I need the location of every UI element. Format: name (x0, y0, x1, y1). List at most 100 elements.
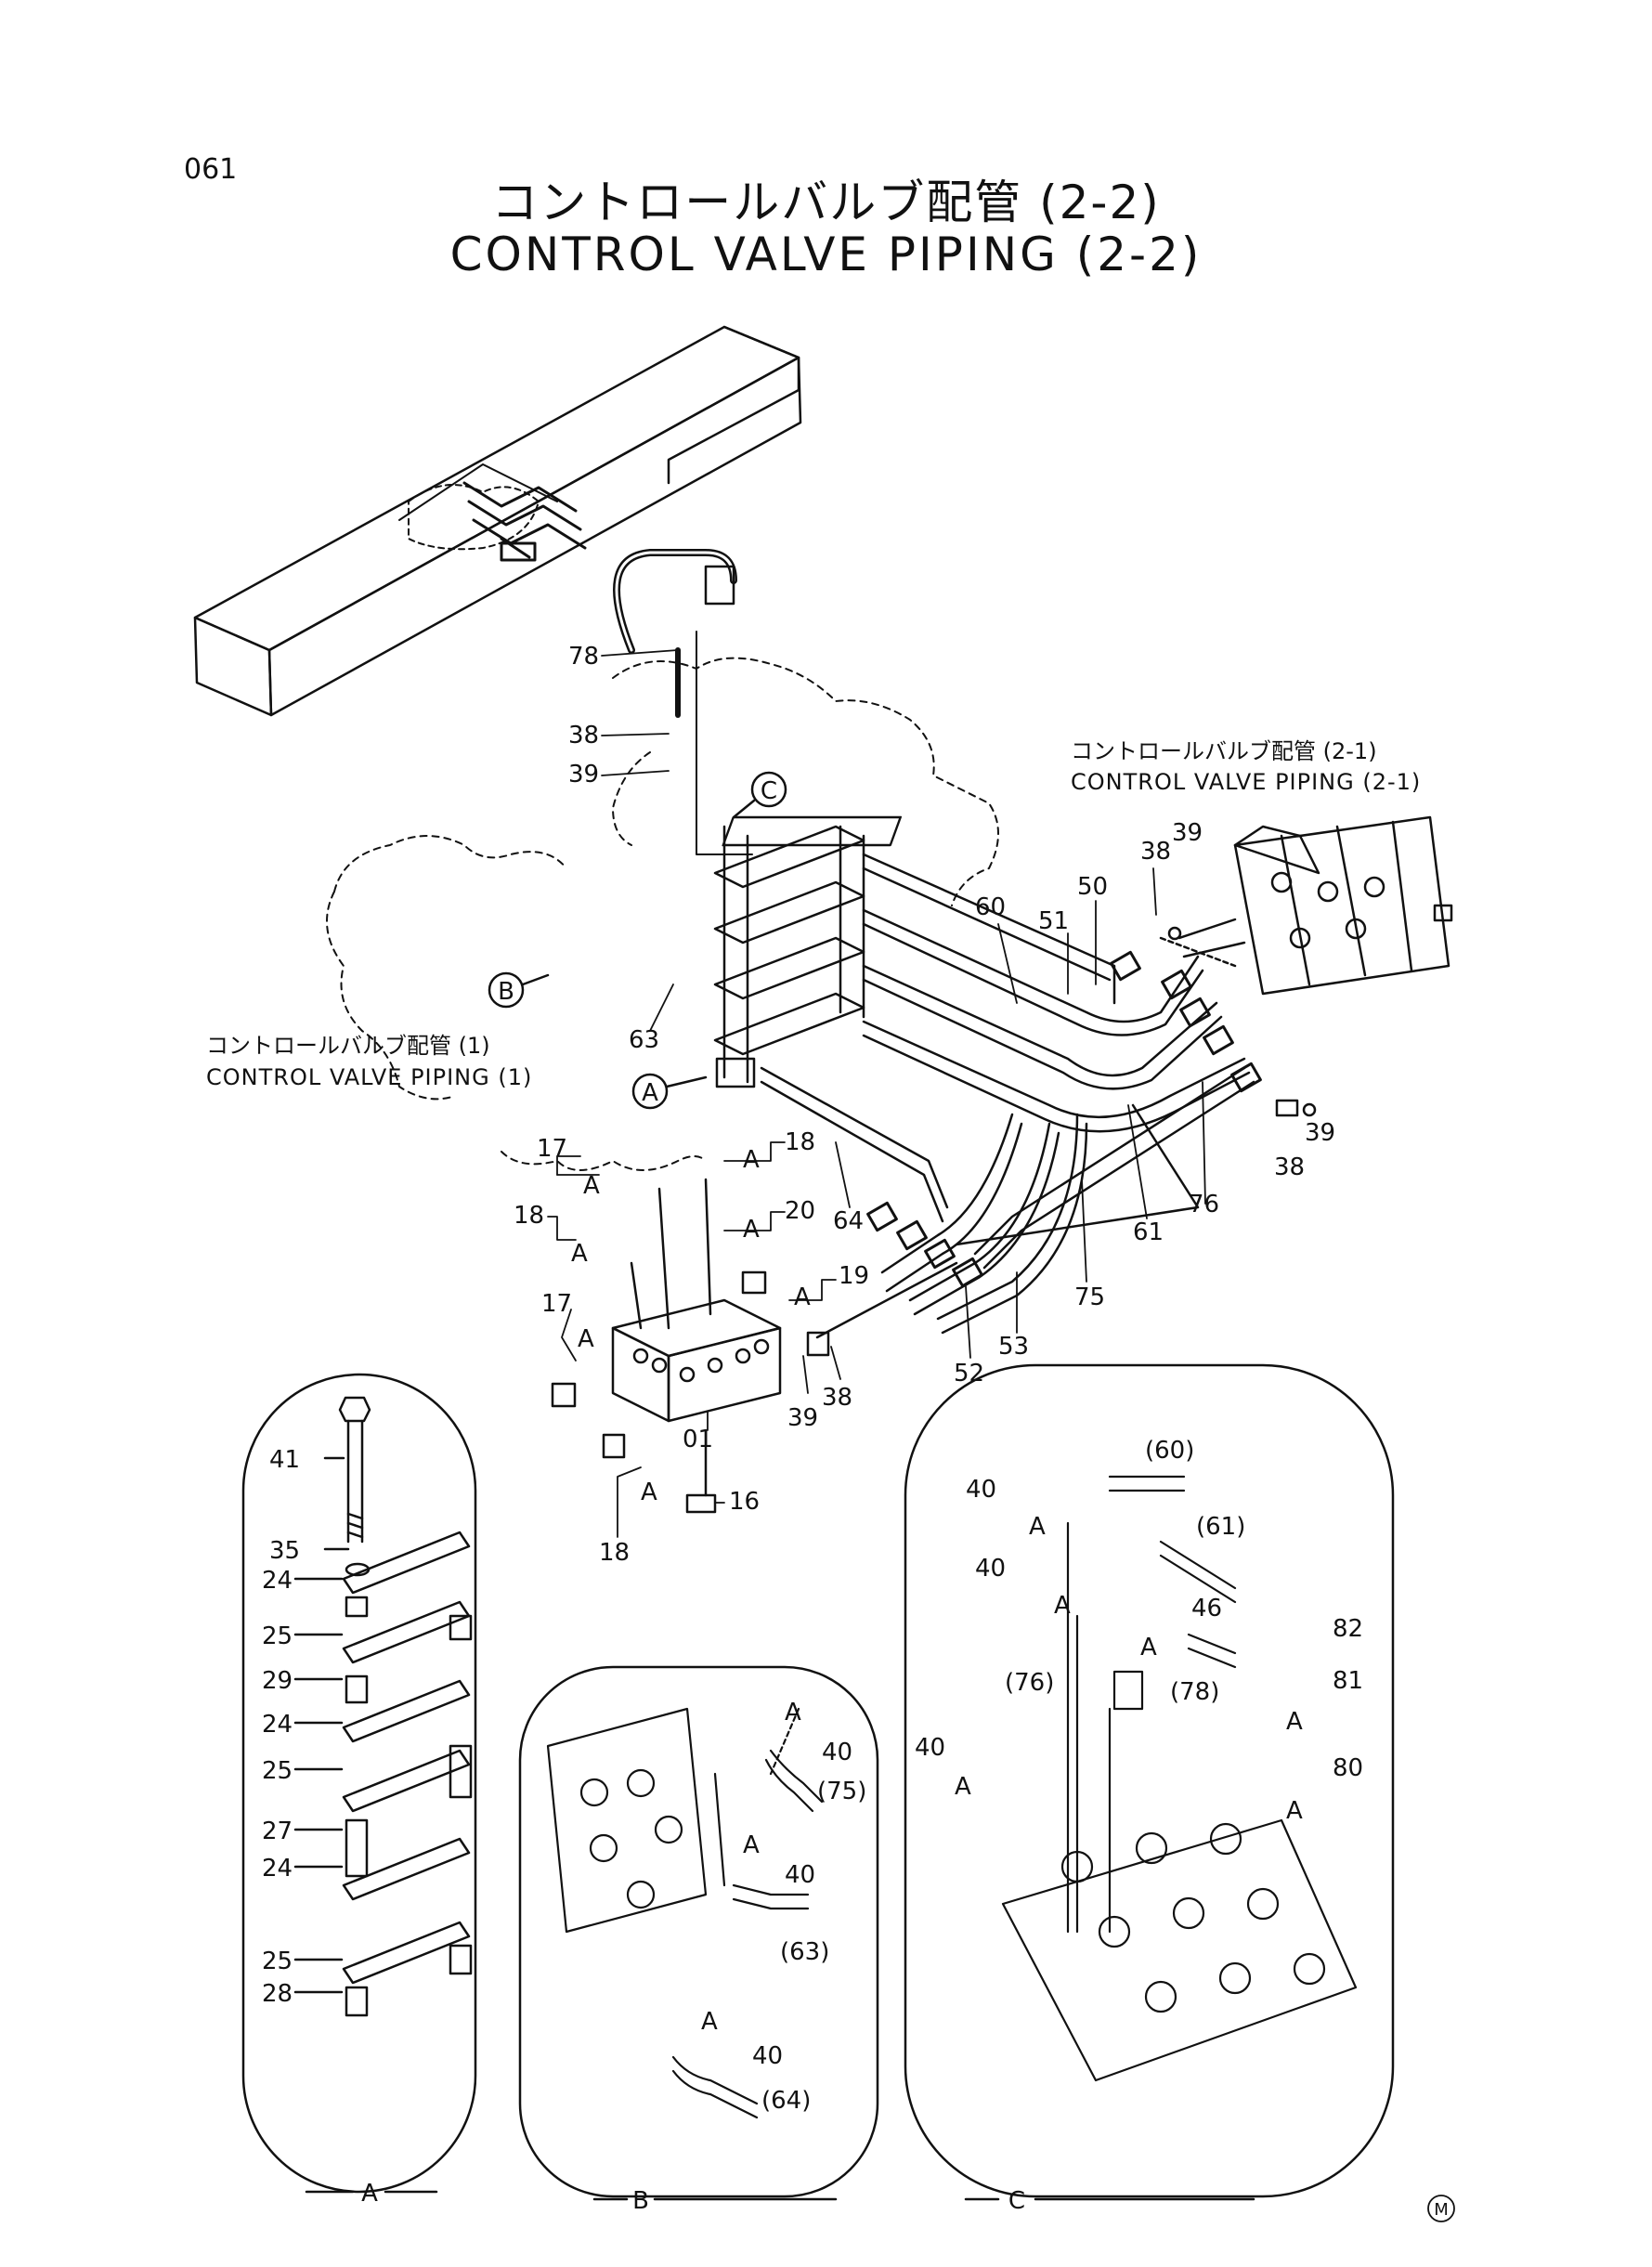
detail-c-valve (1001, 1475, 1358, 2082)
callout-20: 20 (785, 1197, 815, 1225)
callout-63: 63 (629, 1026, 659, 1054)
section-label-b: B (592, 2187, 838, 2215)
reference-1-en: CONTROL VALVE PIPING (1) (206, 1064, 532, 1090)
callout-78: 78 (568, 643, 599, 671)
callout-38-r2: 38 (1274, 1153, 1305, 1181)
seal-label: A (641, 1479, 657, 1506)
callout-39-top: 39 (568, 761, 599, 788)
control-valve-right (1159, 815, 1453, 1117)
manifold-block (551, 1178, 958, 1514)
callout-c-40-3: 40 (915, 1734, 945, 1762)
callout-a-28: 28 (262, 1980, 293, 2008)
seal-label: A (1286, 1797, 1303, 1825)
view-marker-a: A (631, 1073, 708, 1110)
callout-b-75: (75) (817, 1778, 866, 1805)
callout-01: 01 (683, 1426, 713, 1453)
machine-frame-overview (193, 325, 802, 717)
seal-label: A (571, 1240, 588, 1268)
callout-c-46: 46 (1191, 1595, 1222, 1622)
svg-text:C: C (1008, 2187, 1025, 2215)
callout-a-24-1: 24 (262, 1567, 293, 1595)
callout-18-a: 18 (785, 1128, 815, 1156)
footer-mark: M (1427, 2195, 1455, 2222)
callout-60: 60 (975, 893, 1006, 921)
page-title-english: CONTROL VALVE PIPING (2-2) (449, 228, 1203, 281)
seal-label: A (794, 1283, 811, 1311)
callout-a-27: 27 (262, 1818, 293, 1845)
callout-c-60: (60) (1145, 1437, 1194, 1465)
reference-2-1-ja: コントロールバルブ配管 (2-1) (1071, 738, 1377, 764)
callout-39-r1: 39 (1172, 819, 1203, 847)
callout-c-80: 80 (1333, 1754, 1363, 1782)
callout-51: 51 (1038, 907, 1069, 935)
seal-label: A (955, 1773, 971, 1801)
callout-75: 75 (1074, 1283, 1105, 1311)
callout-c-81: 81 (1333, 1667, 1363, 1695)
callout-a-25-2: 25 (262, 1757, 293, 1785)
view-marker-c: C (732, 771, 787, 819)
detail-panel-b (518, 1665, 879, 2198)
callout-76: 76 (1189, 1191, 1219, 1218)
callout-61: 61 (1133, 1218, 1164, 1246)
reference-1-ja: コントロールバルブ配管 (1) (206, 1033, 490, 1059)
seal-label: A (578, 1325, 594, 1353)
reference-2-1-en: CONTROL VALVE PIPING (2-1) (1071, 769, 1421, 795)
callout-17-a: 17 (537, 1135, 567, 1163)
svg-text:M: M (1434, 2200, 1449, 2220)
pipe-bundle (760, 853, 1262, 1335)
callout-16: 16 (729, 1488, 760, 1516)
seal-label: A (701, 2008, 718, 2036)
callout-b-64: (64) (761, 2087, 811, 2115)
detail-b-valve (546, 1707, 824, 2119)
seal-label: A (743, 1831, 760, 1859)
svg-text:C: C (761, 777, 777, 805)
seal-label: A (785, 1699, 801, 1726)
surrounding-outline (326, 657, 999, 1171)
callout-18-b: 18 (514, 1202, 544, 1230)
callout-c-76: (76) (1005, 1669, 1054, 1697)
seal-label: A (1029, 1513, 1046, 1541)
callout-b-40-2: 40 (785, 1861, 815, 1889)
callout-a-35: 35 (269, 1537, 300, 1565)
callout-b-40-3: 40 (752, 2042, 783, 2070)
callout-38-top: 38 (568, 722, 599, 749)
callout-50: 50 (1077, 873, 1108, 901)
section-label-a: A (305, 2180, 438, 2208)
callout-a-29: 29 (262, 1667, 293, 1695)
callout-c-40-1: 40 (966, 1476, 996, 1504)
callout-b-40-1: 40 (822, 1739, 852, 1766)
callout-a-25-3: 25 (262, 1948, 293, 1975)
callout-38-r1: 38 (1140, 838, 1171, 866)
svg-text:B: B (498, 978, 514, 1006)
callout-19: 19 (839, 1262, 869, 1290)
seal-label: A (1054, 1592, 1071, 1620)
seal-label: A (583, 1172, 600, 1200)
detail-panel-c (904, 1363, 1395, 2198)
callout-c-61: (61) (1196, 1513, 1245, 1541)
view-marker-b: B (488, 971, 550, 1009)
callout-a-25-1: 25 (262, 1622, 293, 1650)
callout-18-c: 18 (599, 1539, 630, 1567)
callout-c-40-2: 40 (975, 1555, 1006, 1583)
page-number: 061 (184, 153, 238, 186)
callout-39-r2: 39 (1305, 1119, 1335, 1147)
callout-53: 53 (998, 1333, 1029, 1361)
page-title-japanese: コントロールバルブ配管 (2-2) (491, 176, 1161, 229)
callout-17-b: 17 (541, 1290, 572, 1318)
svg-text:A: A (642, 1079, 658, 1107)
seal-label: A (1286, 1708, 1303, 1736)
detail-a-stack (293, 1396, 473, 2017)
svg-text:B: B (632, 2187, 649, 2215)
callout-c-78: (78) (1170, 1678, 1219, 1706)
callout-64: 64 (833, 1207, 864, 1235)
leader-lines (547, 649, 1206, 1538)
callout-a-41: 41 (269, 1446, 300, 1474)
section-label-c: C (964, 2187, 1255, 2215)
callout-a-24-2: 24 (262, 1711, 293, 1739)
callout-c-82: 82 (1333, 1615, 1363, 1643)
callout-38-m: 38 (822, 1384, 852, 1412)
svg-text:A: A (361, 2180, 378, 2208)
callout-39-m: 39 (787, 1404, 818, 1432)
callout-52: 52 (954, 1360, 984, 1388)
